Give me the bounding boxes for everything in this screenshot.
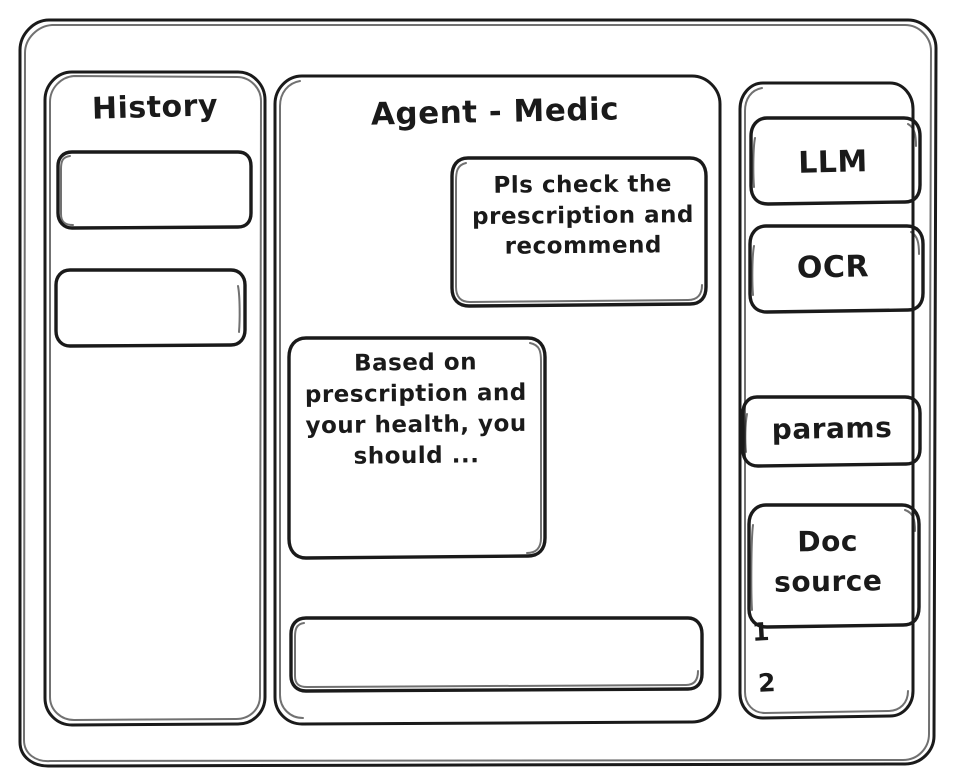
window-frame <box>18 18 938 768</box>
doc-source-button-shape[interactable] <box>747 503 921 629</box>
history-item-2[interactable] <box>56 270 245 346</box>
doc-source-button[interactable] <box>749 505 919 627</box>
tools-panel <box>738 81 915 720</box>
message-input-shape[interactable] <box>289 616 704 693</box>
assistant-message-bubble <box>287 336 547 560</box>
llm-button[interactable] <box>751 118 920 204</box>
user-message-bubble <box>450 156 708 308</box>
ocr-button-shape[interactable] <box>748 224 925 314</box>
history-panel <box>43 70 267 727</box>
llm-button-shape[interactable] <box>749 116 922 206</box>
assistant-message <box>289 338 545 558</box>
main-panel <box>273 74 722 726</box>
history-item-1-shape[interactable] <box>56 150 253 230</box>
user-message <box>452 158 706 306</box>
ocr-button[interactable] <box>750 226 923 312</box>
history-item-1[interactable] <box>58 152 251 228</box>
history-item-2-shape[interactable] <box>54 268 247 348</box>
params-button[interactable] <box>743 397 920 466</box>
message-input[interactable] <box>291 618 702 691</box>
params-button-shape[interactable] <box>741 395 922 468</box>
